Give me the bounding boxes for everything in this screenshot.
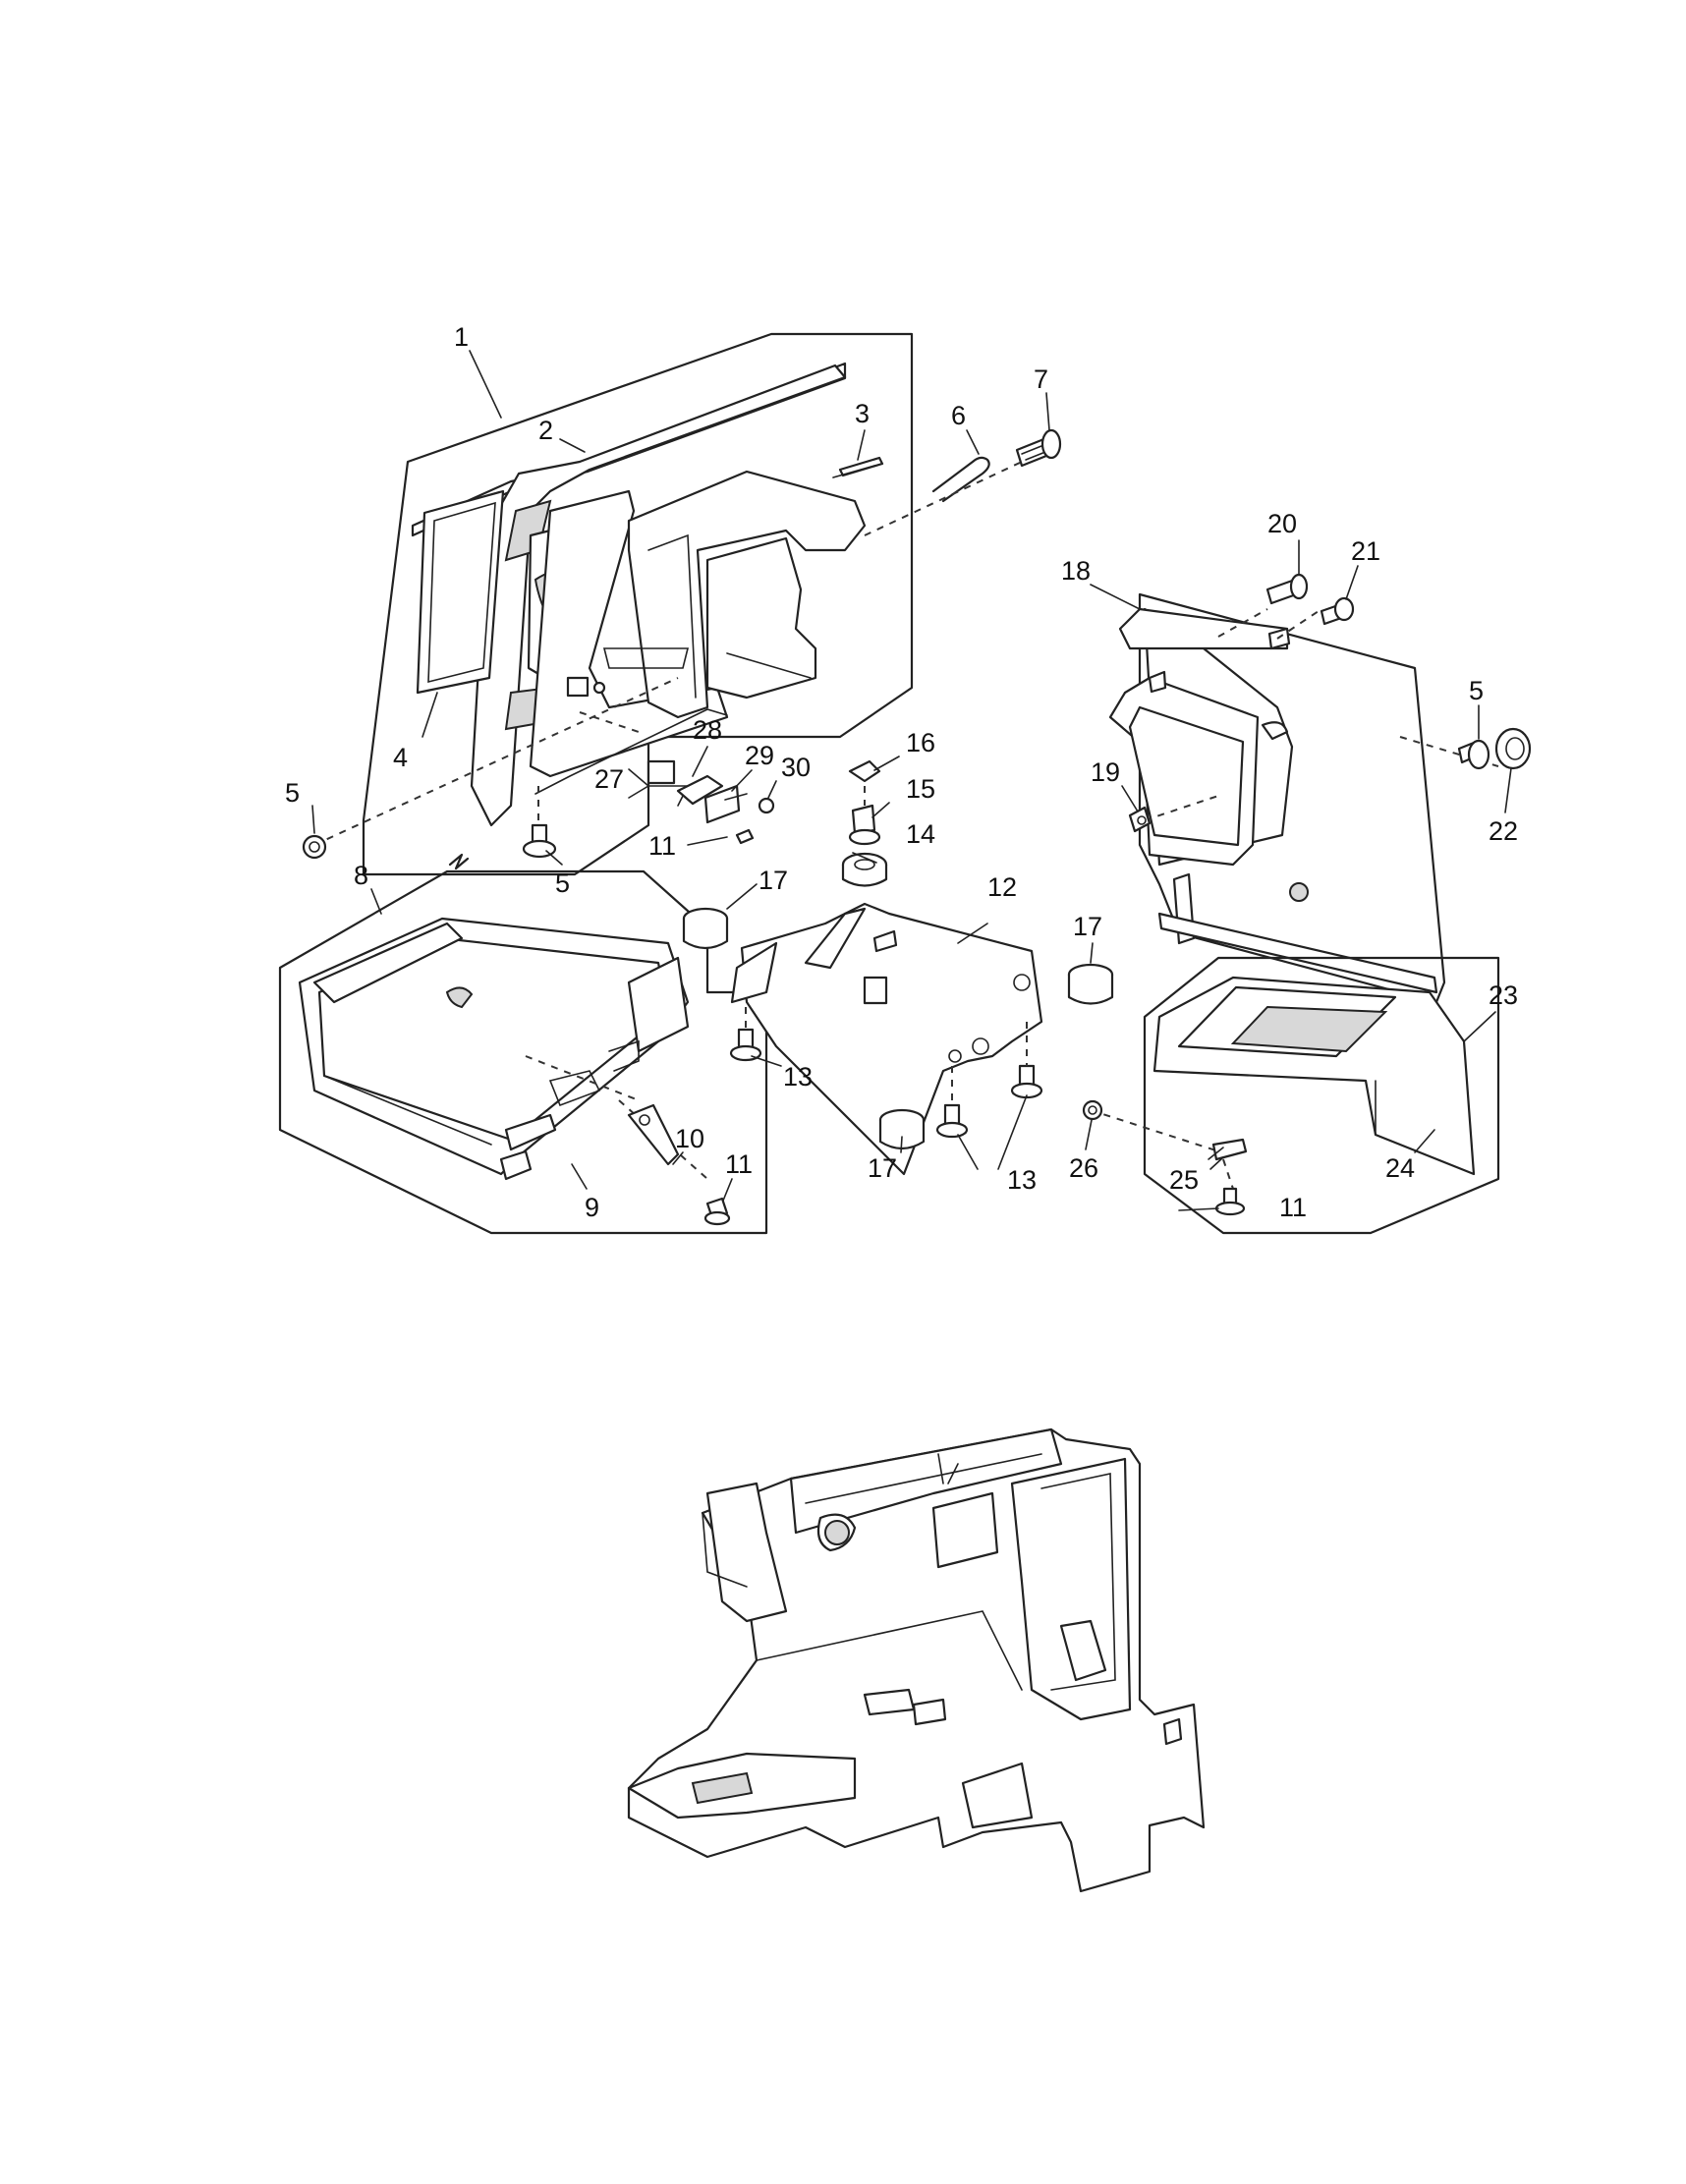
part-15-screw [848, 804, 881, 846]
callout-16: 16 [906, 728, 935, 757]
callout-11-lower-left: 11 [725, 1149, 753, 1179]
part-17-foot-left [682, 907, 729, 950]
callout-5-right: 5 [1469, 676, 1484, 705]
callout-11-mid: 11 [648, 831, 676, 861]
part-14-bushing [841, 852, 888, 887]
callout-1: 1 [454, 322, 469, 352]
part-22-cap [1494, 727, 1532, 770]
part-13-screw-right [1010, 1064, 1043, 1099]
callout-5-bottom: 5 [555, 868, 570, 898]
callout-10: 10 [675, 1124, 704, 1153]
callout-29: 29 [745, 741, 774, 770]
part-11-screw-lower-left [703, 1197, 731, 1226]
bed-cover-part [298, 917, 690, 1181]
part-21-screw [1320, 596, 1355, 626]
callout-13-right: 13 [1007, 1165, 1037, 1195]
callout-22: 22 [1489, 816, 1518, 846]
callout-19: 19 [1091, 757, 1120, 787]
front-cover-part [411, 362, 867, 827]
group-outline-23 [1143, 956, 1500, 1235]
callout-26: 26 [1069, 1153, 1098, 1183]
callout-14: 14 [906, 819, 935, 849]
dash-7-to-cover [864, 461, 1023, 536]
part-11-screw-right [1214, 1187, 1246, 1216]
callout-3: 3 [855, 399, 870, 428]
callout-17-left: 17 [759, 866, 788, 895]
callout-8: 8 [354, 861, 368, 890]
part-10-bracket [627, 1103, 680, 1166]
dash-25-11 [1222, 1158, 1234, 1190]
callout-21: 21 [1351, 536, 1380, 566]
callout-6: 6 [951, 401, 966, 430]
callout-17-bottom: 17 [868, 1153, 897, 1183]
part-5-screw-left [302, 834, 327, 860]
callout-28: 28 [693, 715, 722, 745]
part-19-screw [1128, 806, 1152, 833]
dash-5-to-cover [313, 677, 679, 846]
machine-frame [627, 1428, 1206, 1893]
dash-inner-1 [579, 711, 640, 733]
callout-24: 24 [1385, 1153, 1415, 1183]
callout-7: 7 [1034, 364, 1048, 394]
part-5-screw-right [1457, 739, 1490, 770]
dash-21-to-cover [1276, 608, 1322, 640]
part-13-screw-mid [935, 1103, 969, 1139]
rear-cover-part-18 [1108, 592, 1446, 1004]
callout-labels: 1 2 3 4 5 5 5 6 7 8 9 10 11 11 11 12 13 … [285, 322, 1518, 1222]
switch-assembly-27-30 [628, 759, 775, 845]
part-20-screw [1265, 573, 1309, 605]
callout-25: 25 [1169, 1165, 1199, 1195]
callout-15: 15 [906, 774, 935, 804]
callout-12: 12 [987, 872, 1017, 902]
callout-27: 27 [594, 764, 624, 794]
cover-part-24 [1152, 976, 1476, 1176]
dash-10-to-cover [525, 1055, 640, 1101]
dash-20-to-cover [1217, 608, 1268, 638]
dash-26-25 [1090, 1109, 1229, 1155]
callout-23: 23 [1489, 980, 1518, 1010]
part-13-screw-left [729, 1028, 762, 1062]
part-17-foot-right [1067, 963, 1114, 1005]
part-7-screw [1015, 428, 1062, 468]
callout-30: 30 [781, 753, 811, 782]
callout-5-left: 5 [285, 778, 300, 808]
part-6-spring [931, 456, 990, 503]
part-3-bracket [832, 456, 884, 478]
callout-11-right: 11 [1279, 1193, 1307, 1222]
callout-2: 2 [538, 416, 553, 445]
part-16-nut [848, 759, 881, 783]
callout-9: 9 [585, 1193, 599, 1222]
part-26-screw [1082, 1099, 1103, 1121]
callout-4: 4 [393, 743, 408, 772]
callout-18: 18 [1061, 556, 1091, 586]
part-25-bracket [1208, 1138, 1248, 1161]
base-plate-part-12 [730, 902, 1043, 1176]
part-5-screw-bottom [522, 823, 557, 859]
callout-13-left: 13 [783, 1062, 813, 1092]
callout-20: 20 [1267, 509, 1297, 538]
callout-17-right: 17 [1073, 912, 1102, 941]
leader-lines [311, 350, 1512, 1211]
part-spring-small [448, 853, 470, 870]
